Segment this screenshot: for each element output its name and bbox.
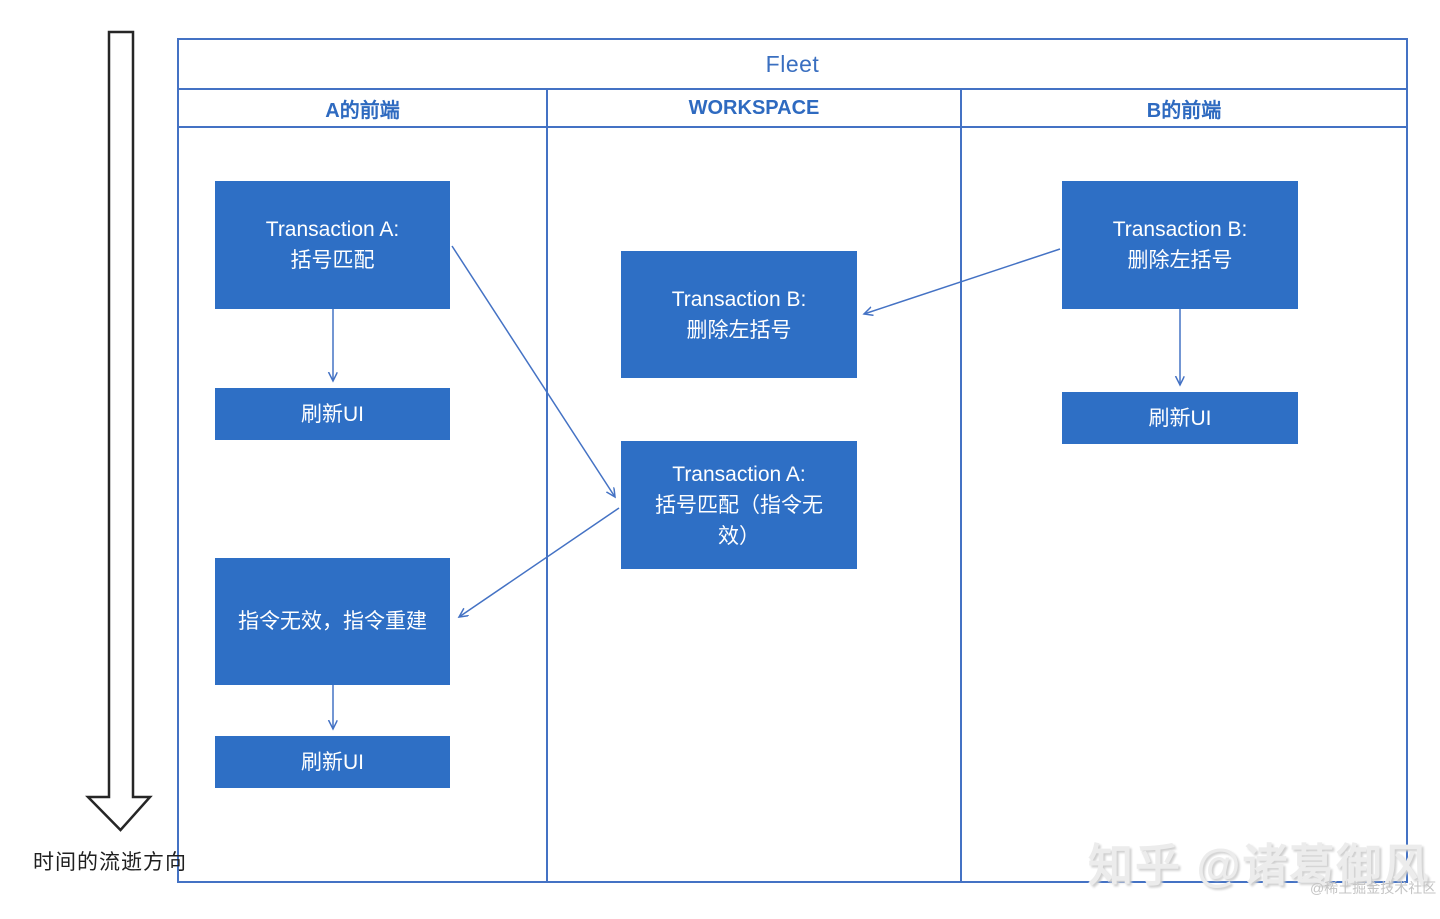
lane-header-row: A的前端 WORKSPACE B的前端 [179,90,1406,128]
lane-header-a-frontend: A的前端 [179,90,548,126]
box-b-refresh-ui: 刷新UI [1062,392,1298,444]
box-transaction-a-bracket-match: Transaction A: 括号匹配 [215,181,450,309]
lane-header-b-frontend: B的前端 [1146,99,1222,122]
box-transaction-b-delete-bracket: Transaction B: 删除左括号 [1062,181,1298,309]
box-a-refresh-ui-1: 刷新UI [215,388,450,440]
lane-a-frontend [179,128,548,881]
lane-header-workspace: WORKSPACE [548,90,962,126]
lane-body [179,128,1406,881]
lane-workspace [548,128,962,881]
time-direction-label: 时间的流逝方向 [33,851,187,874]
watermark-juejin-community: @稀土掘金技术社区 [1310,880,1437,896]
box-a-refresh-ui-2: 刷新UI [215,736,450,788]
box-workspace-transaction-a-invalid: Transaction A: 括号匹配（指令无效） [621,441,857,569]
diagram-title: Fleet [179,40,1406,90]
box-a-command-rebuild: 指令无效，指令重建 [215,558,450,685]
box-workspace-transaction-b: Transaction B: 删除左括号 [621,251,857,378]
swimlane-table: Fleet A的前端 WORKSPACE B的前端 [177,38,1408,883]
watermark-zhihu-author: 知乎 @诸葛御风 [1088,840,1431,891]
